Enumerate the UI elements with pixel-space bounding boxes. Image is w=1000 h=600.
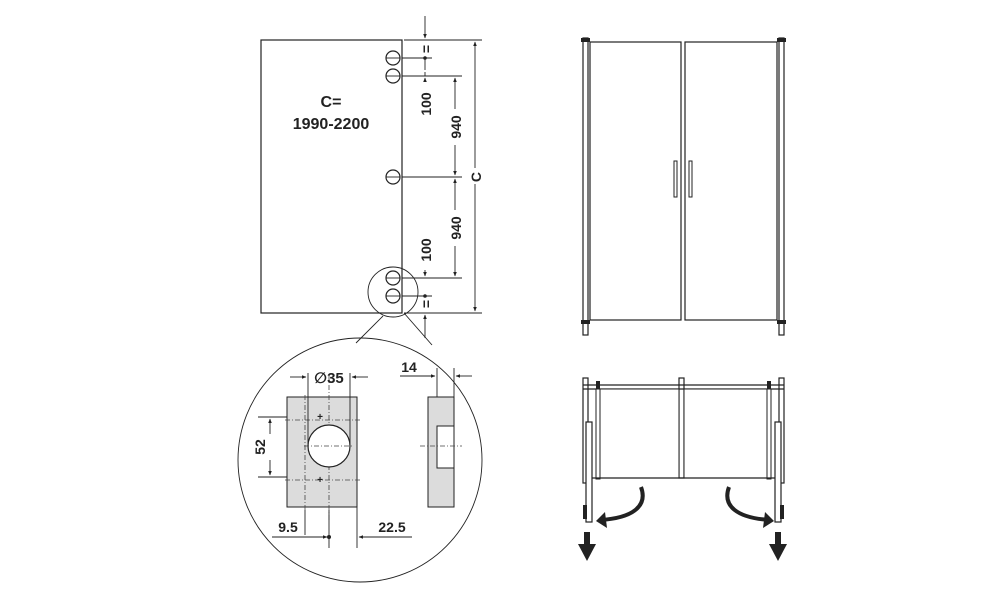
curved-swing-arrow-icon	[725, 486, 774, 528]
hinge-hole-bottom-2	[385, 288, 401, 304]
wardrobe-plan-view	[578, 377, 787, 561]
left-door	[589, 41, 682, 321]
dim-plate-offset: 22.5	[378, 519, 405, 535]
detail-magnified-circle	[237, 337, 483, 583]
detail-callout-circle	[367, 266, 419, 318]
dim-edge-offset: 9.5	[278, 519, 298, 535]
dim-equal-top: =	[418, 45, 434, 53]
hinge-detail: + + ∅35 52 9.5 22.5 14	[237, 312, 483, 583]
extension-lines	[402, 39, 482, 314]
left-door-handle	[673, 160, 678, 198]
right-door-handle	[688, 160, 693, 198]
dim-plate-height: 52	[252, 439, 268, 455]
dim-hole-spacing-bottom: 100	[418, 238, 434, 262]
dim-hole-spacing-top: 100	[418, 92, 434, 116]
right-door	[684, 41, 778, 321]
dim-cup-diameter: ∅35	[314, 370, 344, 387]
hinge-hole-middle	[385, 169, 401, 185]
hinge-hole-top-1	[385, 50, 401, 66]
door-panel	[260, 39, 403, 314]
door-height-label-line2: 1990-2200	[293, 116, 370, 133]
curved-swing-arrow-icon	[596, 486, 645, 528]
hinge-hole-bottom-1	[385, 270, 401, 286]
door-height-label-line1: C=	[321, 94, 342, 111]
svg-text:+: +	[317, 475, 323, 486]
wardrobe-front-view	[581, 37, 786, 336]
dim-total-height: C	[468, 172, 484, 182]
hinge-hole-top-2	[385, 68, 401, 84]
dim-center-spacing-bottom: 940	[448, 216, 464, 240]
door-elevation: C= 1990-2200 = 100 940	[260, 16, 484, 338]
svg-text:+: +	[317, 412, 323, 423]
left-door-open	[585, 421, 593, 523]
dim-equal-bottom: =	[418, 300, 434, 308]
down-arrow-icon	[769, 532, 787, 561]
dim-center-spacing-top: 940	[448, 115, 464, 139]
dim-door-thickness: 14	[401, 359, 417, 375]
right-door-open	[774, 421, 782, 523]
down-arrow-icon	[578, 532, 596, 561]
